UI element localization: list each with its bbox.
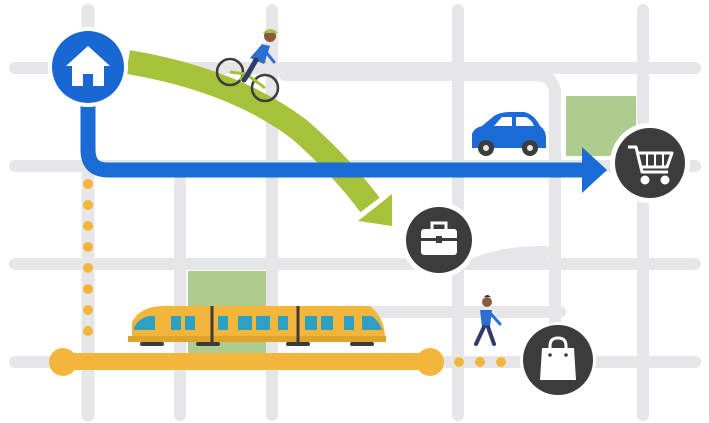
street-curve: [469, 246, 551, 270]
street-curve: [279, 69, 561, 101]
train-icon: [128, 306, 386, 346]
grocery-marker: [610, 123, 690, 203]
work-marker: [401, 202, 477, 278]
train-stop: [416, 348, 444, 376]
shopping-marker: [520, 322, 596, 398]
train-stop: [49, 348, 77, 376]
home-marker: [48, 27, 128, 107]
car-icon: [472, 112, 546, 156]
shopping-bag-icon: [540, 336, 576, 380]
briefcase-icon: [421, 221, 457, 255]
walk-route-dots-horizontal: [454, 357, 506, 367]
bike-route-arrow: [126, 50, 392, 226]
car-route-arrow: [80, 105, 607, 193]
bicycle-rider-icon: [215, 29, 280, 103]
shopping-cart-icon: [628, 145, 674, 185]
train-route: [49, 348, 444, 376]
walk-route-dots: [83, 179, 93, 336]
pedestrian-icon: [474, 295, 502, 346]
home-icon: [66, 46, 110, 86]
